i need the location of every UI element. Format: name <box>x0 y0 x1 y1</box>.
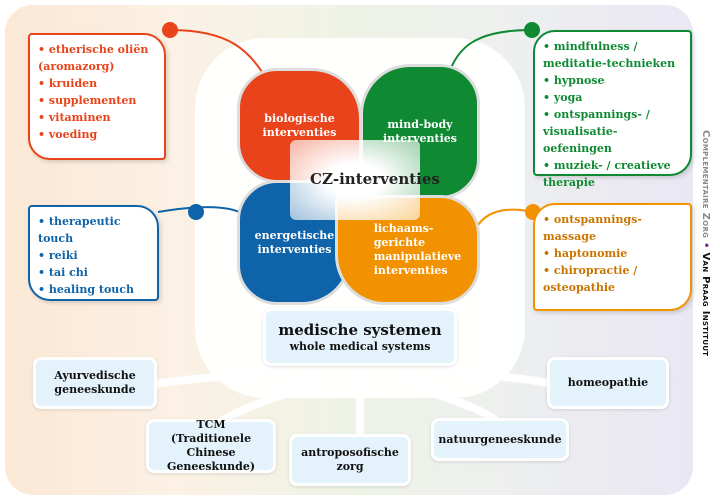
list-item: ontspannings-massage <box>543 211 682 245</box>
list-item: hypnose <box>543 72 682 89</box>
credit-separator: • <box>700 241 711 249</box>
credit-subject: Complementaire Zorg <box>700 130 711 239</box>
petal-label: energetische <box>254 228 335 242</box>
list-item: therapeutic touch <box>38 213 149 247</box>
petal-label: interventies <box>257 242 332 256</box>
list-energetische: therapeutic touch reiki tai chi healing … <box>28 205 159 301</box>
list-item: vitaminen <box>38 109 156 126</box>
list-item: tai chi <box>38 264 149 281</box>
list-item: yoga <box>543 89 682 106</box>
medical-systems-title: medische systemen <box>278 321 442 339</box>
system-natuurgeneeskunde: natuurgeneeskunde <box>431 418 569 461</box>
petal-label: gerichte <box>373 236 426 249</box>
list-lichaamsgericht: ontspannings-massage haptonomie chiropra… <box>533 203 692 311</box>
red-connector-dot <box>162 22 178 38</box>
medical-systems-subtitle: whole medical systems <box>289 340 431 353</box>
list-item: ontspannings- / visualisatie-oefeningen <box>543 106 682 157</box>
center-cross <box>290 140 420 220</box>
list-item: etherische oliën (aromazorg) <box>38 41 156 75</box>
system-tcm: TCM (Traditionele Chinese Geneeskunde) <box>146 418 276 473</box>
side-credit: Complementaire Zorg • Van Praag Instituu… <box>700 130 711 356</box>
petal-label: lichaams- <box>373 222 434 235</box>
list-item: voeding <box>38 126 156 143</box>
medical-systems-box: medische systemen whole medical systems <box>263 308 457 366</box>
list-biologische: etherische oliën (aromazorg) kruiden sup… <box>28 33 166 160</box>
list-mind-body: mindfulness / meditatie-technieken hypno… <box>533 30 692 189</box>
list-item: healing touch <box>38 281 149 298</box>
petal-label: manipulatieve <box>373 250 462 263</box>
list-item: reiki <box>38 247 149 264</box>
list-item: kruiden <box>38 75 156 92</box>
list-item: mindfulness / meditatie-technieken <box>543 38 682 72</box>
list-item: supplementen <box>38 92 156 109</box>
green-connector-dot <box>524 22 540 38</box>
petal-label: mind-body <box>387 117 453 131</box>
list-item: chiropractie / osteopathie <box>543 262 682 296</box>
center-title: CZ-interventies <box>310 170 440 188</box>
petal-label: interventies <box>262 125 337 139</box>
system-antroposofisch: antroposofische zorg <box>289 434 411 486</box>
petal-label: biologische <box>264 111 335 125</box>
list-item: haptonomie <box>543 245 682 262</box>
blue-connector-dot <box>188 204 204 220</box>
list-item: muziek- / creatieve therapie <box>543 157 682 191</box>
credit-publisher: Van Praag Instituut <box>700 252 711 357</box>
system-homeopathie: homeopathie <box>547 357 669 409</box>
petal-label: interventies <box>373 264 448 277</box>
system-ayurveda: Ayurvedische geneeskunde <box>33 357 157 409</box>
